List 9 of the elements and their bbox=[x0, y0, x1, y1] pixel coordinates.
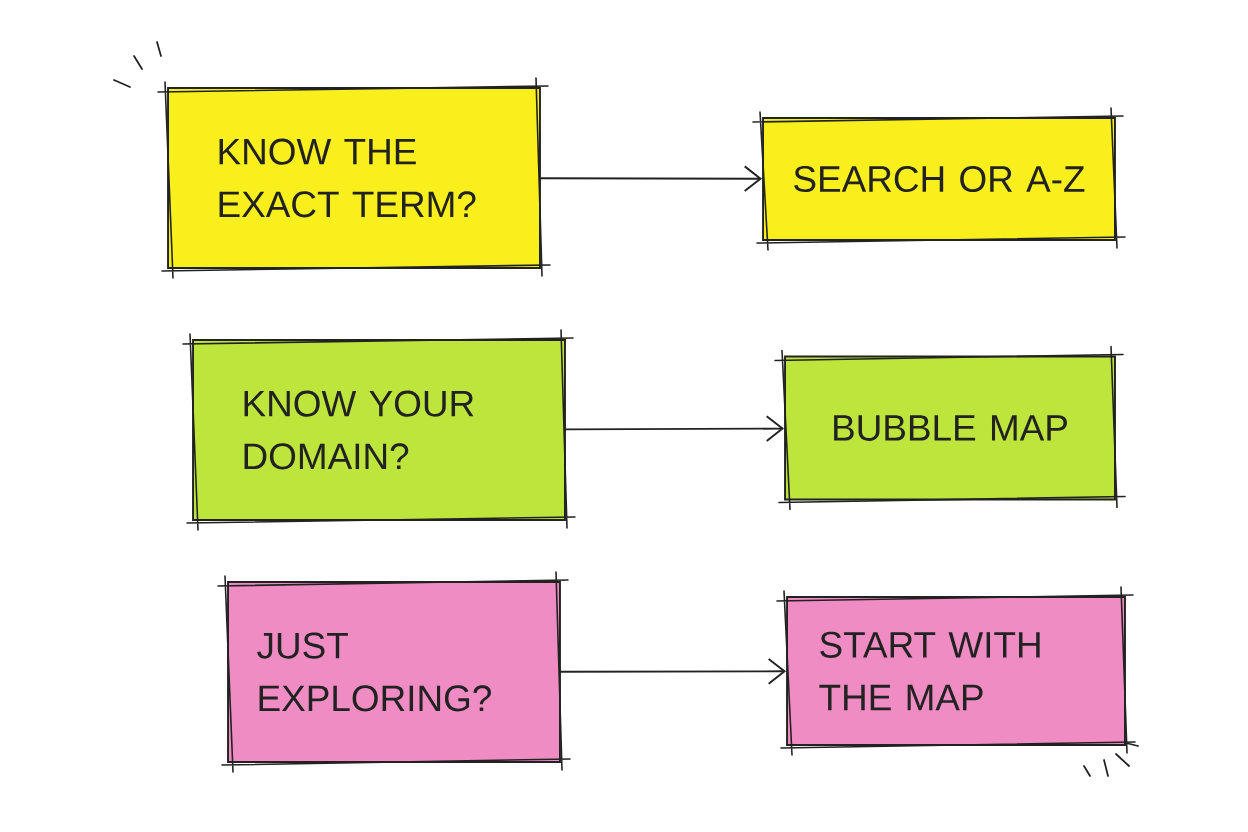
text-box: KNOW THE EXACT TERM? bbox=[157, 77, 551, 279]
text-box: KNOW YOUR DOMAIN? bbox=[182, 329, 576, 531]
text-box: BUBBLE MAP bbox=[774, 345, 1126, 511]
arrow bbox=[539, 165, 763, 192]
text-box: START WITH THE MAP bbox=[776, 586, 1136, 756]
text-box: JUST EXPLORING? bbox=[217, 571, 571, 773]
arrow bbox=[564, 415, 785, 442]
arrow bbox=[559, 658, 787, 685]
text-box: SEARCH OR A-Z bbox=[752, 107, 1126, 251]
